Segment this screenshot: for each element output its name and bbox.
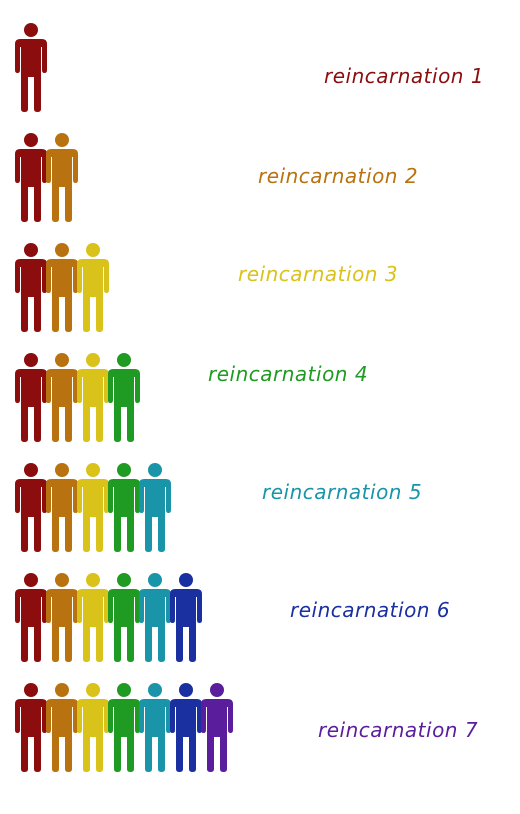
person-figure <box>14 242 48 332</box>
person-figure <box>45 242 79 332</box>
person-icon <box>15 353 47 442</box>
person-figure <box>14 22 48 112</box>
person-figure <box>138 462 172 552</box>
reincarnation-label: reincarnation 4 <box>208 362 369 386</box>
person-icon <box>15 573 47 662</box>
person-icon <box>139 573 171 662</box>
person-icon <box>77 353 109 442</box>
reincarnation-label: reincarnation 7 <box>318 718 479 742</box>
reincarnation-row-7 <box>0 682 520 772</box>
reincarnation-label: reincarnation 1 <box>324 64 485 88</box>
reincarnation-label: reincarnation 5 <box>262 480 423 504</box>
person-icon <box>15 683 47 772</box>
person-icon <box>77 463 109 552</box>
person-icon <box>46 683 78 772</box>
person-figure <box>169 572 203 662</box>
person-figure <box>14 352 48 442</box>
person-icon <box>15 133 47 222</box>
person-figure <box>138 572 172 662</box>
reincarnation-row-3 <box>0 242 520 332</box>
person-icon <box>77 243 109 332</box>
person-figure <box>14 462 48 552</box>
person-figure <box>200 682 234 772</box>
person-icon <box>170 683 202 772</box>
person-figure <box>45 132 79 222</box>
person-figure <box>14 132 48 222</box>
person-icon <box>139 683 171 772</box>
person-figure <box>45 352 79 442</box>
person-figure <box>14 682 48 772</box>
person-figure <box>76 462 110 552</box>
person-icon <box>201 683 233 772</box>
person-icon <box>46 243 78 332</box>
person-icon <box>108 573 140 662</box>
reincarnation-row-5 <box>0 462 520 552</box>
person-icon <box>77 573 109 662</box>
person-figure <box>76 352 110 442</box>
person-figure <box>76 682 110 772</box>
person-icon <box>15 463 47 552</box>
person-figure <box>76 242 110 332</box>
reincarnation-row-6 <box>0 572 520 662</box>
person-figure <box>76 572 110 662</box>
person-figure <box>169 682 203 772</box>
person-figure <box>107 462 141 552</box>
person-icon <box>46 353 78 442</box>
person-icon <box>15 243 47 332</box>
person-figure <box>14 572 48 662</box>
reincarnation-label: reincarnation 3 <box>238 262 399 286</box>
person-icon <box>139 463 171 552</box>
reincarnation-row-1 <box>0 22 520 112</box>
person-icon <box>46 133 78 222</box>
person-figure <box>107 352 141 442</box>
person-icon <box>77 683 109 772</box>
reincarnation-label: reincarnation 6 <box>290 598 451 622</box>
person-icon <box>170 573 202 662</box>
person-icon <box>15 23 47 112</box>
person-figure <box>107 572 141 662</box>
person-icon <box>108 353 140 442</box>
person-figure <box>45 462 79 552</box>
person-icon <box>108 683 140 772</box>
person-figure <box>107 682 141 772</box>
person-figure <box>45 572 79 662</box>
person-icon <box>46 463 78 552</box>
person-figure <box>138 682 172 772</box>
reincarnation-row-2 <box>0 132 520 222</box>
person-icon <box>46 573 78 662</box>
reincarnation-row-4 <box>0 352 520 442</box>
reincarnation-label: reincarnation 2 <box>258 164 419 188</box>
person-figure <box>45 682 79 772</box>
person-icon <box>108 463 140 552</box>
